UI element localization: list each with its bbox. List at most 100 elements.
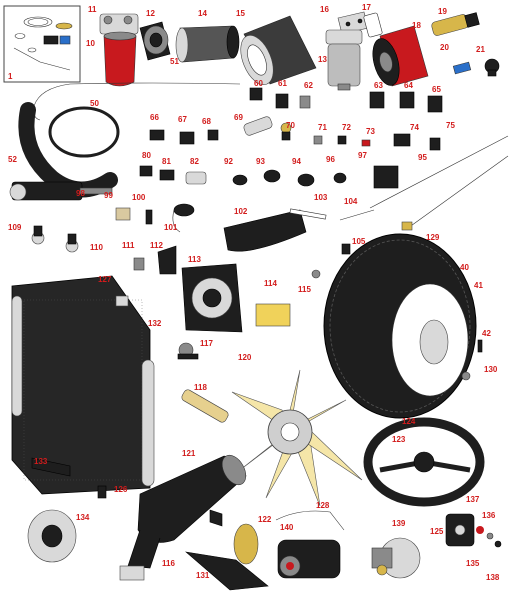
- callout-125: 125: [430, 527, 444, 536]
- relays-and-switches: [139, 87, 443, 189]
- tire-wheel: [323, 233, 477, 419]
- callout-73: 73: [366, 127, 375, 136]
- air-filter-cartridge: [240, 15, 317, 85]
- callout-68: 68: [202, 117, 211, 126]
- callout-134: 134: [76, 513, 90, 522]
- callout-140: 140: [280, 523, 294, 532]
- callout-136: 136: [482, 511, 496, 520]
- callout-19: 19: [438, 7, 447, 16]
- callout-62: 62: [304, 81, 313, 90]
- callout-10: 10: [86, 39, 95, 48]
- callout-109: 109: [8, 223, 22, 232]
- callout-114: 114: [264, 279, 277, 288]
- callout-92: 92: [224, 157, 233, 166]
- callout-72: 72: [342, 123, 351, 132]
- callout-75: 75: [446, 121, 455, 130]
- callout-118: 118: [194, 383, 207, 392]
- callout-13: 13: [318, 55, 327, 64]
- callout-124: 124: [402, 417, 416, 426]
- callout-116: 116: [162, 559, 175, 568]
- callout-82: 82: [190, 157, 199, 166]
- pulley: [27, 509, 77, 563]
- heat-shield: [185, 551, 269, 591]
- callout-139: 139: [392, 519, 406, 528]
- callout-71: 71: [318, 123, 327, 132]
- callout-67: 67: [178, 115, 187, 124]
- callout-123: 123: [392, 435, 406, 444]
- callout-96: 96: [326, 155, 335, 164]
- callout-130: 130: [484, 365, 498, 374]
- cooling-fan: [231, 369, 363, 507]
- clip: [341, 243, 351, 255]
- callout-132: 132: [148, 319, 162, 328]
- callout-14: 14: [198, 9, 207, 18]
- ball-joints: [31, 225, 79, 253]
- callout-18: 18: [412, 21, 421, 30]
- sensor: [97, 485, 107, 499]
- callout-135: 135: [466, 559, 480, 568]
- callout-15: 15: [236, 9, 245, 18]
- engine-mount: [181, 263, 243, 333]
- callout-66: 66: [150, 113, 159, 122]
- callout-117: 117: [200, 339, 213, 348]
- callout-95: 95: [418, 153, 427, 162]
- seal-kit-inset: [3, 5, 81, 83]
- callout-127: 127: [98, 275, 112, 284]
- callout-121: 121: [182, 449, 196, 458]
- blue-pad: [452, 61, 472, 75]
- cable-fitting: [401, 221, 413, 231]
- red-oil-filter: [372, 25, 429, 87]
- air-intake-hose: [18, 102, 118, 198]
- callout-100: 100: [132, 193, 146, 202]
- battery-cable: [339, 209, 375, 221]
- pleated-filter-element: [175, 25, 240, 63]
- knob: [484, 58, 500, 77]
- bracket-small: [133, 257, 145, 271]
- intake-tube: [181, 389, 229, 423]
- callout-11: 11: [88, 5, 97, 14]
- lug-nut: [461, 371, 471, 381]
- callout-131: 131: [196, 571, 210, 580]
- bolt: [145, 209, 153, 225]
- fuel-cap: [172, 203, 195, 233]
- sleeve: [363, 12, 383, 38]
- callout-105: 105: [352, 237, 366, 246]
- callout-61: 61: [278, 79, 287, 88]
- flange-gasket: [233, 523, 259, 565]
- callout-70: 70: [286, 121, 295, 130]
- seat-pad: [223, 209, 307, 252]
- callout-51: 51: [170, 57, 179, 66]
- callout-42: 42: [482, 329, 491, 338]
- callout-41: 41: [474, 281, 483, 290]
- muffler: [127, 454, 247, 569]
- callout-12: 12: [146, 9, 155, 18]
- callout-21: 21: [476, 45, 485, 54]
- callout-101: 101: [164, 223, 178, 232]
- callout-69: 69: [234, 113, 243, 122]
- radiator-support: [31, 457, 71, 477]
- callout-115: 115: [298, 285, 311, 294]
- callout-80: 80: [142, 151, 151, 160]
- fuel-hose: [33, 82, 241, 121]
- decal-tag: [255, 303, 291, 327]
- callout-103: 103: [314, 193, 328, 202]
- radiator: [11, 275, 155, 495]
- bushing: [115, 207, 131, 221]
- callout-111: 111: [122, 241, 135, 250]
- pin: [289, 208, 327, 220]
- callout-99: 99: [104, 191, 113, 200]
- callout-98: 98: [76, 189, 85, 198]
- throttle-cable: [369, 135, 509, 209]
- callout-104: 104: [344, 197, 358, 206]
- callout-65: 65: [432, 85, 441, 94]
- callout-138: 138: [486, 573, 500, 582]
- exhaust-gasket: [119, 565, 145, 581]
- starter-motor: [277, 539, 341, 579]
- hydraulic-filter-assembly: [99, 13, 139, 87]
- callout-20: 20: [440, 43, 449, 52]
- pump-fittings: [476, 526, 502, 548]
- callout-40: 40: [460, 263, 469, 272]
- fuel-filter: [325, 29, 363, 91]
